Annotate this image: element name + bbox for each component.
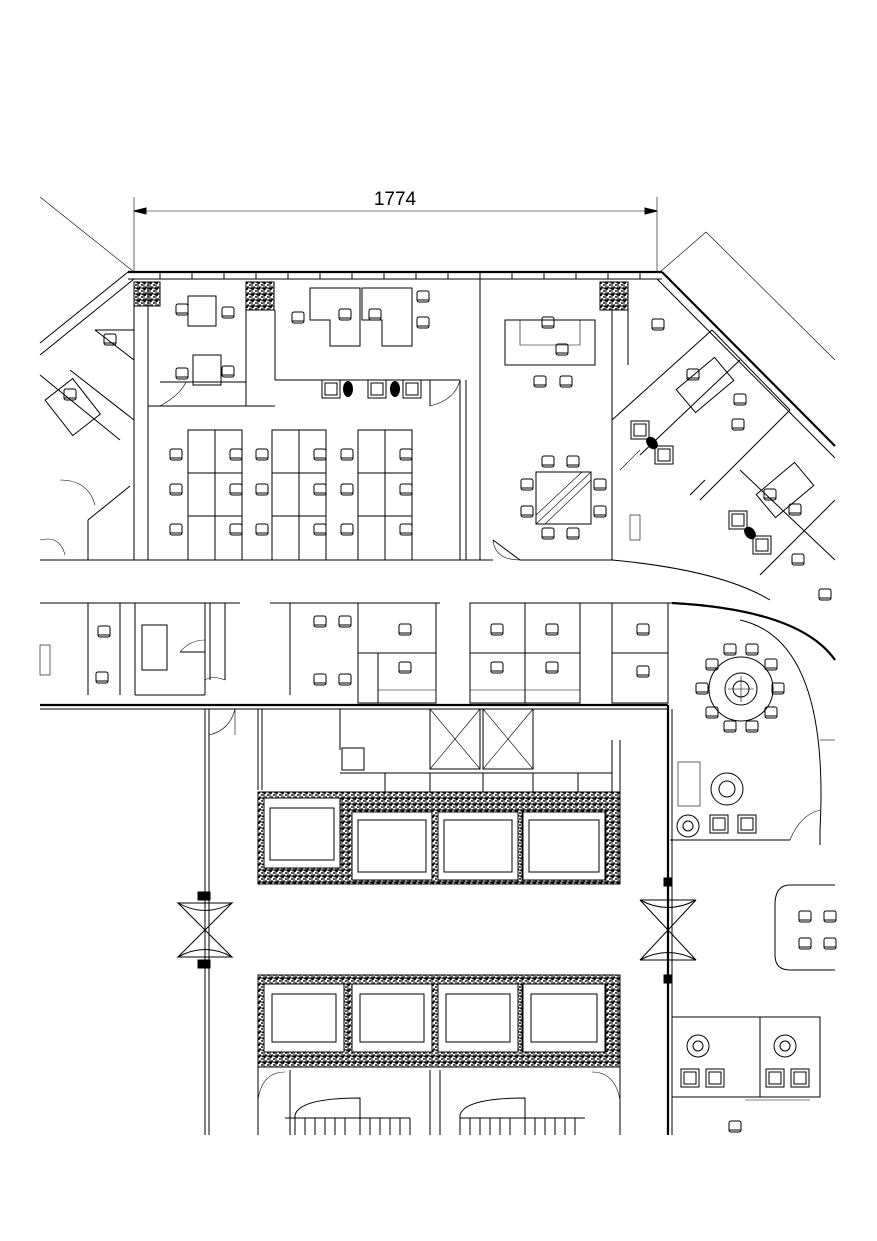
lower-right-rooms xyxy=(671,884,837,1133)
corridor-doors xyxy=(176,877,697,984)
dimension-label: 1774 xyxy=(374,189,417,210)
dimension-1774: 1774 xyxy=(133,189,658,272)
upper-right-meeting-zone xyxy=(479,279,641,561)
building-core xyxy=(40,703,673,1135)
lower-cubicles xyxy=(289,602,669,704)
open-workstations xyxy=(169,429,413,561)
exterior-walls xyxy=(39,196,836,459)
round-conference-room xyxy=(670,619,835,845)
left-diagonal-office xyxy=(39,329,135,561)
right-diagonal-offices xyxy=(611,318,836,601)
upper-left-office-zone xyxy=(133,282,467,560)
corridor xyxy=(40,559,836,661)
lower-left-offices xyxy=(39,603,226,696)
